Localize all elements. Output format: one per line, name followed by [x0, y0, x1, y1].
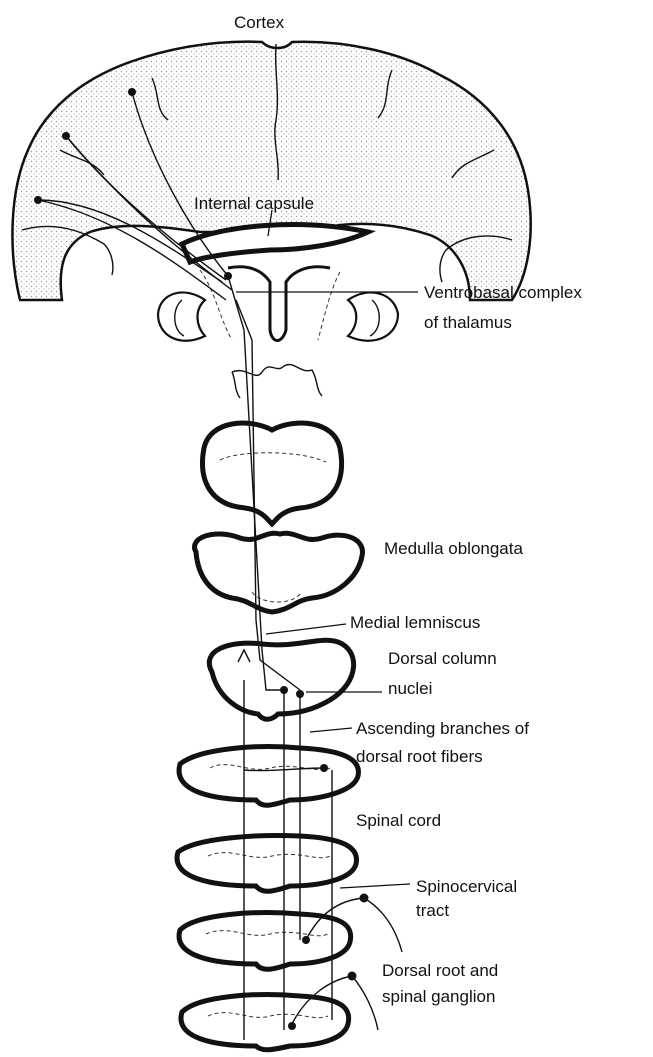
label-dorsal-column-line2: nuclei [388, 679, 432, 698]
lower-medulla-outline [209, 640, 353, 719]
midbrain-section [232, 364, 322, 396]
leader-ascending [310, 728, 352, 732]
leader-medial-lemniscus [266, 624, 346, 634]
thalamus-left-outline [200, 270, 232, 340]
cerebral-cortex [12, 42, 530, 300]
label-spinal-cord: Spinal cord [356, 811, 441, 830]
dorsal-column-nucleus-neuron-2 [296, 690, 304, 698]
cortex-outline [12, 42, 530, 300]
label-ascending-line2: dorsal root fibers [356, 747, 483, 766]
spinal-segment-3-outline [179, 913, 351, 970]
spinal-segment-3 [179, 913, 351, 970]
internal-capsule-region [158, 225, 398, 341]
cortical-neuron-1 [128, 88, 136, 96]
pons-outline [203, 423, 342, 524]
label-spinocervical-line2: tract [416, 901, 449, 920]
cortical-neuron-3 [34, 196, 42, 204]
midbrain-left-edge [232, 372, 240, 398]
spinal-ganglion-2 [348, 972, 357, 981]
spinal-neuron-1 [320, 764, 328, 772]
spinal-neuron-3 [288, 1022, 296, 1030]
spinal-segment-4-outline [181, 995, 349, 1050]
spinal-ganglion-1 [360, 894, 369, 903]
label-dorsal-root-line1: Dorsal root and [382, 961, 498, 980]
label-ascending-line1: Ascending branches of [356, 719, 529, 738]
label-cortex: Cortex [234, 13, 285, 32]
spinal-segment-4 [181, 995, 349, 1050]
label-ventrobasal-line2: of thalamus [424, 313, 512, 332]
leader-spinocervical [340, 884, 410, 888]
label-internal-capsule: Internal capsule [194, 194, 314, 213]
thalamus-right-outline [318, 272, 340, 340]
ganglion-root-1 [364, 898, 402, 952]
medulla-section [195, 533, 363, 612]
spinal-segment-2 [177, 836, 356, 892]
pons-section [203, 423, 342, 524]
thalamic-neuron [224, 272, 232, 280]
cortical-neuron-2 [62, 132, 70, 140]
spinal-segment-2-outline [177, 836, 356, 892]
label-dorsal-column-line1: Dorsal column [388, 649, 497, 668]
dorsal-column-nucleus-neuron-1 [280, 686, 288, 694]
label-ventrobasal-line1: Ventrobasal complex [424, 283, 582, 302]
dorsal-column-nuclei-section [209, 640, 353, 719]
spinal-neuron-2 [302, 936, 310, 944]
label-dorsal-root-line2: spinal ganglion [382, 987, 495, 1006]
ganglion-root-3 [352, 976, 378, 1030]
label-spinocervical-line1: Spinocervical [416, 877, 517, 896]
label-medial-lemniscus: Medial lemniscus [350, 613, 480, 632]
medulla-outline [195, 533, 363, 612]
label-medulla: Medulla oblongata [384, 539, 523, 558]
